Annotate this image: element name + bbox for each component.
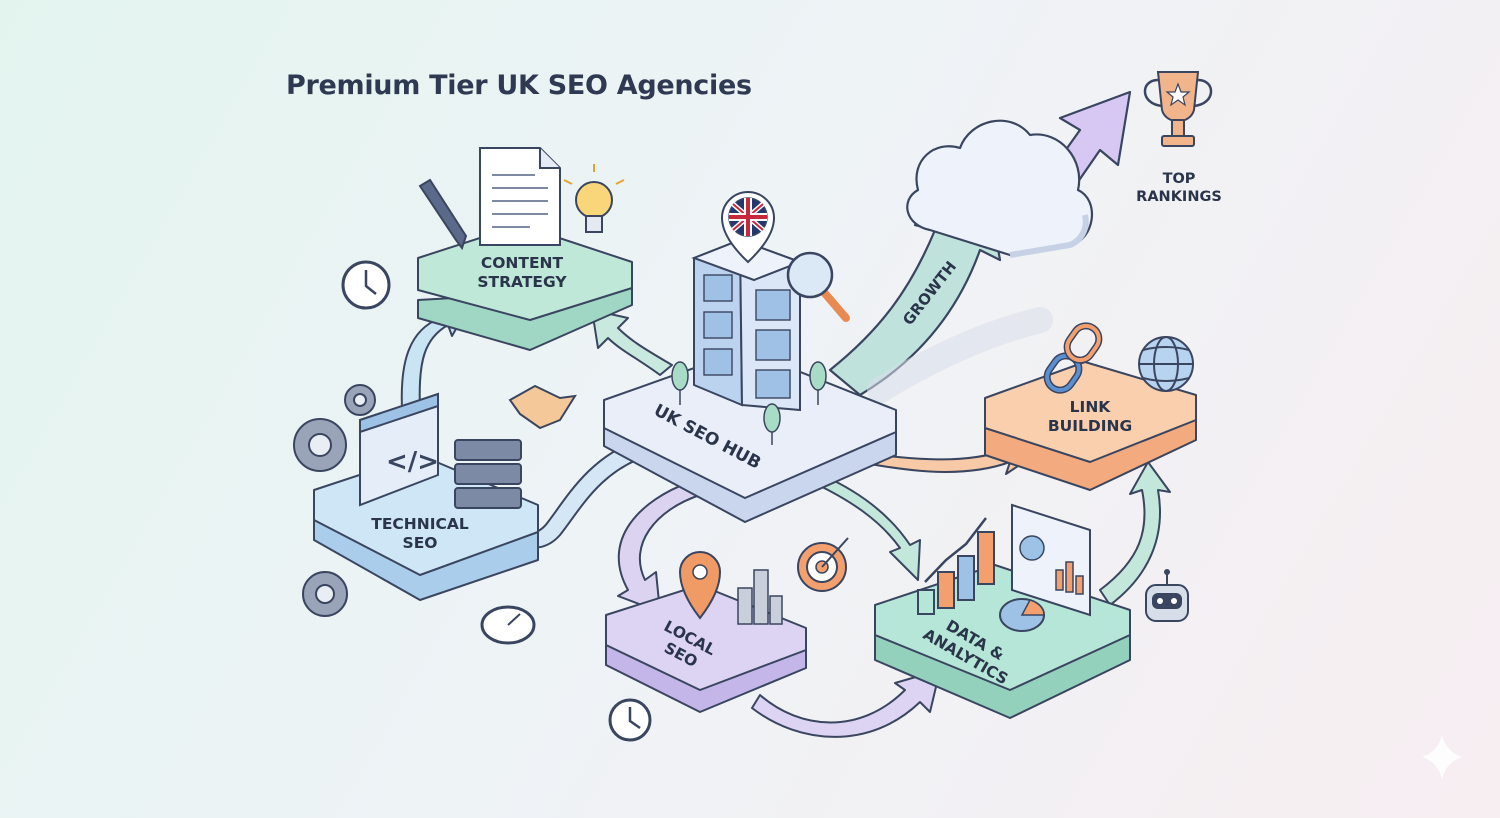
pie-chart-icon [999,598,1045,632]
globe-icon [1138,336,1194,392]
top-rankings-line1: TOP [1162,171,1196,187]
uk-flag-pin-icon [720,191,776,264]
magnifier-icon [786,251,850,322]
bar-chart-icon [917,517,995,615]
top-rankings-label: TOP RANKINGS [1124,170,1234,206]
tree-icon [671,361,827,445]
link-building-line2: BUILDING [1047,417,1133,435]
growth-arrow-shadow [867,307,1053,403]
svg-text:</>: </> [386,447,439,477]
chain-link-icon [1043,322,1103,394]
pen-icon [418,178,468,251]
clock-small-icon [608,698,652,742]
code-window-icon: </> [359,392,439,507]
gear-icon [293,384,376,617]
content-strategy-line1: CONTENT [480,254,564,272]
content-strategy-line2: STRATEGY [477,273,567,291]
office-building-icon [691,238,803,412]
link-building-platform [984,361,1197,491]
content-strategy-platform [417,224,633,351]
robot-icon [1145,569,1189,622]
arrow-analytics-link [1099,461,1171,606]
technical-seo-line1: TECHNICAL [371,515,469,533]
top-rankings-line2: RANKINGS [1136,189,1222,205]
page-title: Premium Tier UK SEO Agencies [286,70,752,101]
location-pin-icon [678,551,722,620]
handshake-icon [508,384,577,430]
lightbulb-icon [563,164,625,233]
city-skyline-icon [737,569,783,625]
stopwatch-icon [480,605,536,645]
link-building-label: LINK BUILDING [1040,398,1140,436]
cloud-icon [906,119,1093,258]
document-icon [479,147,561,246]
server-stack-icon [454,439,522,509]
arrow-local-analytics [751,669,941,738]
trophy-icon [1143,71,1213,147]
clock-icon [341,260,391,310]
link-building-line1: LINK [1069,398,1111,416]
technical-seo-label: TECHNICAL SEO [360,515,480,553]
arrow-hub-analytics [811,474,921,581]
target-icon [797,537,849,592]
sparkle-icon [1422,735,1462,779]
technical-seo-line2: SEO [402,534,438,552]
arrow-hub-content [591,309,673,376]
content-strategy-label: CONTENT STRATEGY [462,254,582,292]
dashboard-screen-icon [1011,503,1091,617]
